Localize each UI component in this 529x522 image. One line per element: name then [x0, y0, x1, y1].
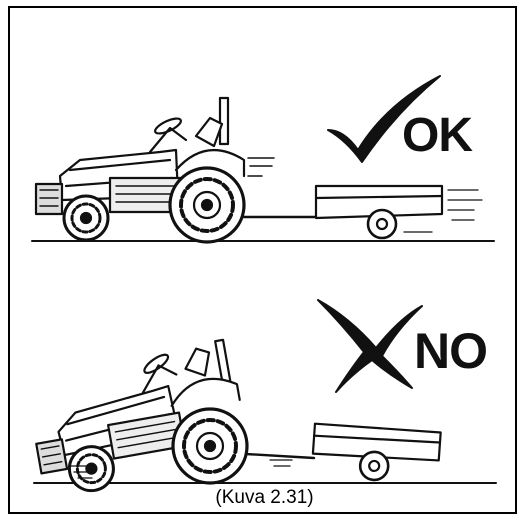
ok-label: OK [402, 108, 472, 163]
trailer-level [316, 186, 482, 238]
drawbar-bottom [246, 454, 314, 458]
no-label: NO [414, 322, 487, 380]
figure-caption: (Kuva 2.31) [0, 487, 529, 509]
trailer-tilted [311, 424, 440, 485]
tractor-level [36, 98, 274, 242]
cross-mark-icon [318, 300, 422, 392]
